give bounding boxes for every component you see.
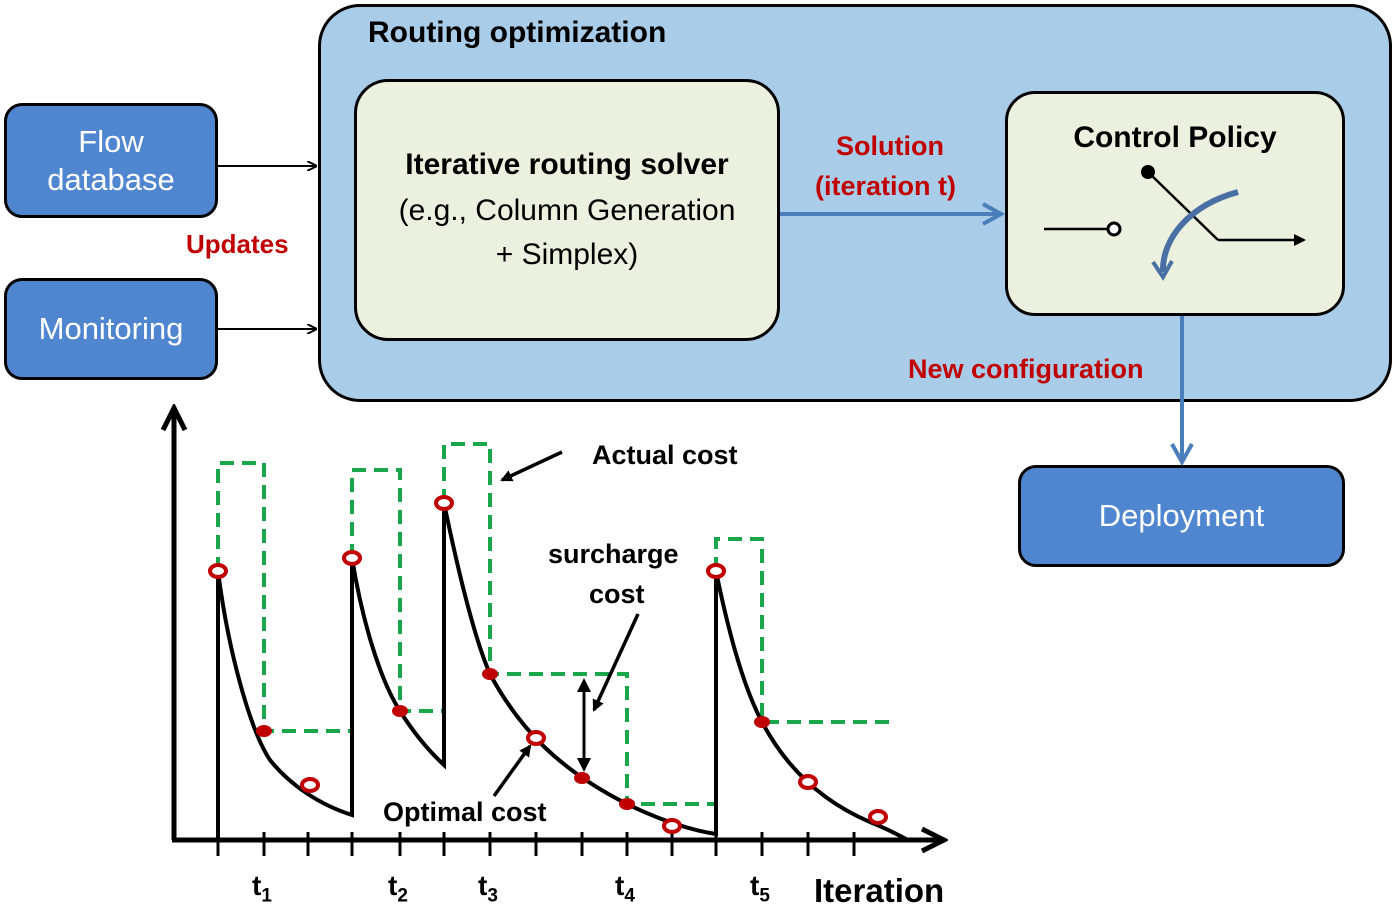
solution-label-line1: Solution (836, 131, 944, 161)
actual-cost-line (216, 442, 890, 806)
flow-database-label: Flow database (47, 124, 175, 197)
updates-label: Updates (186, 229, 289, 259)
cost-marker-ring (208, 563, 228, 579)
new-configuration-label: New configuration (908, 354, 1144, 384)
optimal-cost-label: Optimal cost (383, 797, 547, 827)
tick-label-base: t (750, 870, 760, 901)
deployment-label: Deployment (1098, 498, 1265, 534)
tick-label-subscript: 3 (487, 885, 498, 907)
tick-label-base: t (478, 870, 488, 901)
tick-label-base: t (252, 870, 262, 901)
cost-markers (208, 495, 888, 834)
plot-axes (172, 408, 944, 856)
surcharge-pointer (592, 613, 640, 712)
cost-marker-filled (392, 705, 408, 717)
tick-label-t3: t3 (478, 870, 498, 908)
tick-label-base: t (388, 870, 398, 901)
tick-label-t5: t5 (750, 870, 770, 908)
control-policy-title: Control Policy (1073, 121, 1277, 154)
optimal-cost-pointer (492, 744, 532, 798)
actual-cost-pointer (500, 450, 563, 482)
cost-marker-ring (342, 550, 362, 566)
cost-marker-ring (526, 730, 546, 746)
cost-marker-ring (706, 563, 726, 579)
tick-label-subscript: 4 (624, 885, 635, 907)
cost-marker-filled (574, 772, 590, 784)
iterative-routing-solver-box: Iterative routing solver (e.g., Column G… (354, 79, 780, 341)
cost-marker-ring (868, 809, 888, 825)
tick-label-t2: t2 (388, 870, 408, 908)
tick-label-subscript: 1 (261, 885, 272, 907)
solver-title: Iterative routing solver (405, 148, 729, 181)
actual-cost-label: Actual cost (592, 440, 738, 470)
tick-label-subscript: 5 (759, 885, 770, 907)
cost-marker-ring (434, 495, 454, 511)
cost-marker-ring (662, 818, 682, 834)
tick-label-subscript: 2 (397, 885, 408, 907)
cost-marker-filled (754, 716, 770, 728)
cost-marker-ring (300, 777, 320, 793)
cost-marker-filled (256, 725, 272, 737)
tick-label-t4: t4 (615, 870, 635, 908)
surcharge-label-line2: cost (589, 579, 645, 609)
deployment-box: Deployment (1018, 465, 1345, 567)
tick-label-t1: t1 (252, 870, 272, 908)
monitoring-box: Monitoring (4, 278, 218, 380)
solver-line-2: (e.g., Column Generation (398, 194, 736, 227)
tick-label-base: t (615, 870, 625, 901)
cost-marker-filled (482, 668, 498, 680)
flow-database-box: Flow database (4, 103, 218, 218)
solution-label-line2: (iteration t) (815, 171, 956, 201)
solver-line-3: + Simplex) (495, 238, 639, 271)
monitoring-label: Monitoring (38, 311, 184, 347)
control-policy-box: Control Policy (1005, 91, 1345, 316)
switch-icon (1044, 165, 1306, 281)
surcharge-label-line1: surcharge (548, 539, 679, 569)
cost-marker-ring (798, 774, 818, 790)
x-axis-label: Iteration (814, 872, 945, 909)
surcharge-span-arrow (577, 678, 591, 772)
routing-optimization-title: Routing optimization (368, 16, 667, 49)
cost-marker-filled (619, 798, 635, 810)
